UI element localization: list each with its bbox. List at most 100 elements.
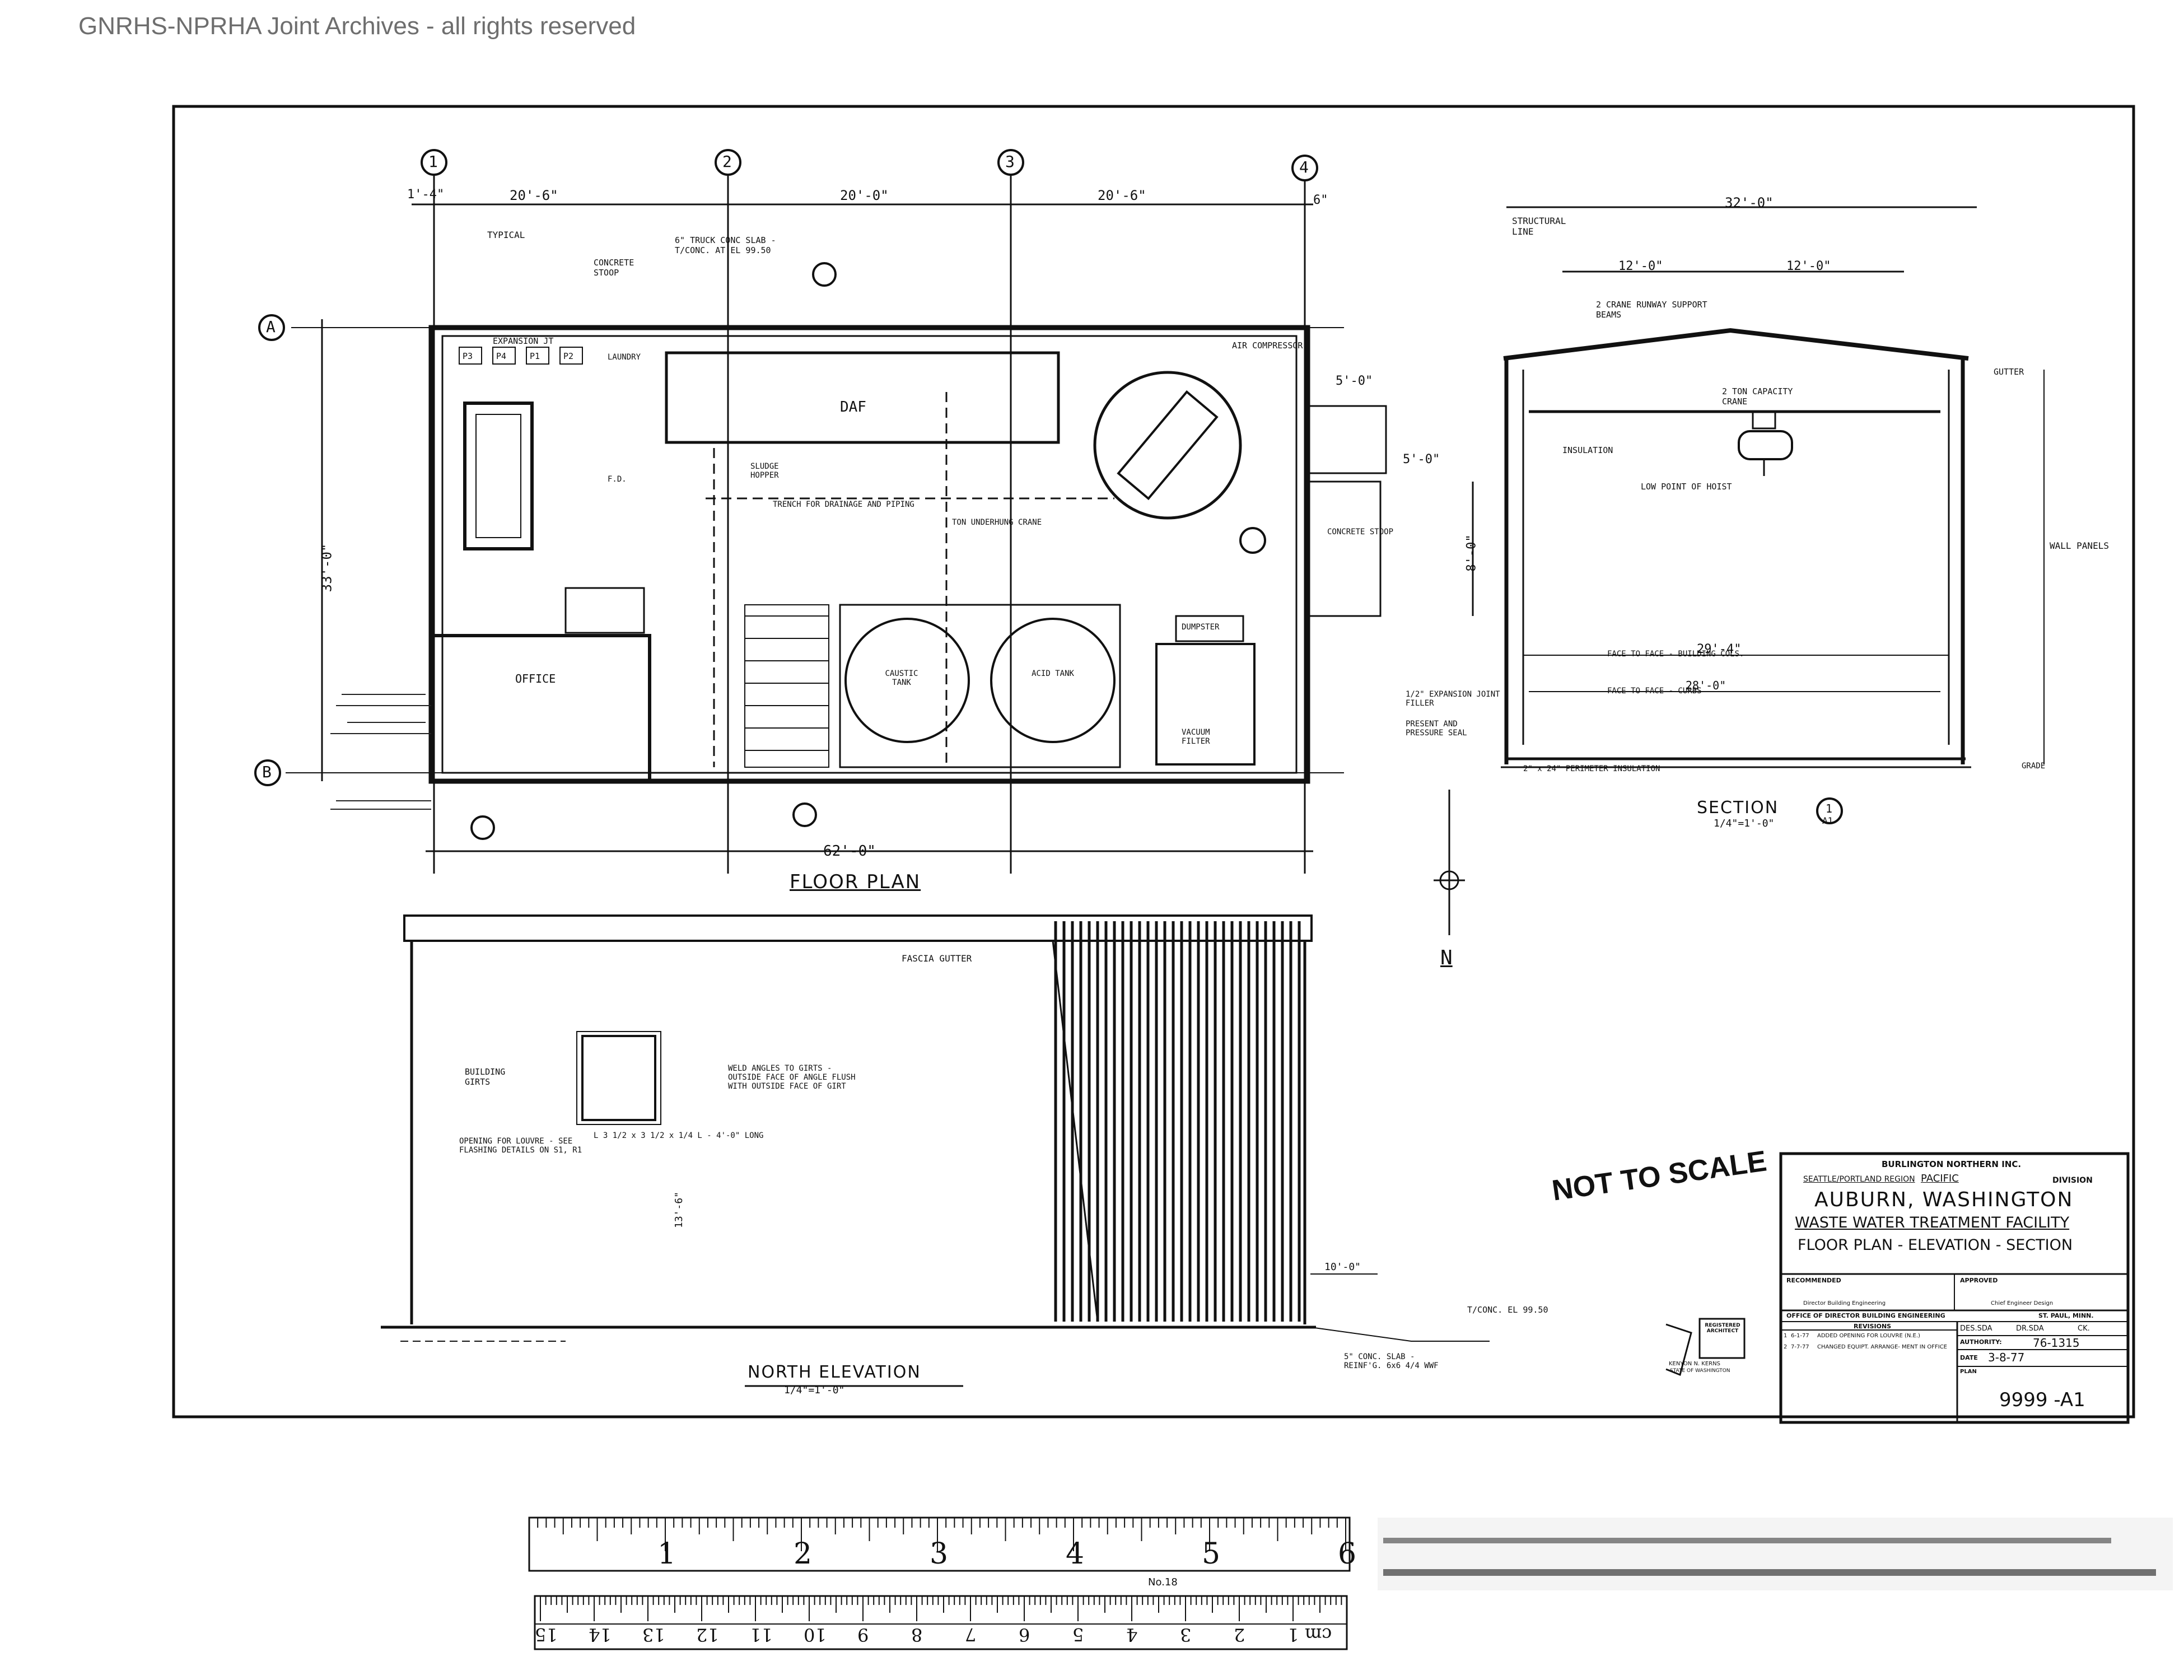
- elev-angle-note: L 3 1/2 x 3 1/2 x 1/4 L - 4'-0" LONG: [594, 1131, 764, 1140]
- label-sludge-hopper: SLUDGE HOPPER: [750, 462, 779, 480]
- tb-drawn-by: DES.SDA: [1960, 1324, 1992, 1333]
- tb-sheet-title: FLOOR PLAN - ELEVATION - SECTION: [1798, 1236, 2073, 1254]
- section-perimeter: 2" x 24" PERIMETER INSULATION: [1523, 764, 1660, 773]
- section-face-curbs: FACE TO FACE - CURBS: [1607, 687, 1702, 696]
- section-title: SECTION: [1697, 798, 1779, 818]
- dim-6in: 6": [1313, 193, 1328, 207]
- dim-overall: 62'-0": [823, 843, 876, 860]
- label-panel-p1: P1: [530, 351, 540, 361]
- tb-division-word: DIVISION: [2052, 1176, 2093, 1185]
- section-insulation: INSULATION: [1562, 445, 1613, 455]
- elev-dim-10-0: 10'-0": [1324, 1261, 1361, 1273]
- elevation-title: NORTH ELEVATION: [748, 1362, 921, 1382]
- label-air-compressor: AIR COMPRESSOR: [1232, 340, 1303, 351]
- elev-tconc: T/CONC. EL 99.50: [1467, 1305, 1548, 1315]
- tb-region: SEATTLE/PORTLAND REGION: [1803, 1175, 1915, 1184]
- tb-approved-sub: Chief Engineer Design: [1991, 1300, 2054, 1306]
- north-arrow-label: N: [1440, 946, 1453, 969]
- ruler-cm-label: 13: [642, 1624, 665, 1645]
- tb-rev1-mark: 1: [1784, 1333, 1788, 1339]
- label-vacuum-filter: VACUUM FILTER: [1182, 728, 1210, 746]
- section-crane-runway: 2 CRANE RUNWAY SUPPORT BEAMS: [1596, 300, 1707, 320]
- ruler-cm-label: 7: [965, 1624, 977, 1645]
- label-panel-p3: P3: [463, 351, 473, 361]
- stamp-architect-name: KENYON N. KERNS: [1669, 1361, 1720, 1367]
- dim-8-0: 8'-0": [1464, 534, 1479, 572]
- section-dim-12a: 12'-0": [1618, 259, 1663, 273]
- label-pressure-seal: PRESENT AND PRESSURE SEAL: [1406, 720, 1467, 738]
- label-panel-p4: P4: [496, 351, 507, 361]
- label-floor-drain: F.D.: [608, 475, 627, 484]
- elev-height: 13'-6": [673, 1191, 685, 1229]
- floor-plan-title: FLOOR PLAN: [790, 871, 921, 893]
- tb-plan-number: 9999 -A1: [1999, 1389, 2085, 1411]
- grid-label-a: A: [266, 318, 276, 336]
- tb-division: PACIFIC: [1921, 1173, 1959, 1184]
- ruler-cm-label: 3: [1180, 1624, 1192, 1645]
- tb-city: ST. PAUL, MINN.: [2038, 1312, 2094, 1319]
- section-drawing: [1501, 206, 2045, 824]
- title-block-frame: [1665, 1152, 2130, 1424]
- tb-rev2-date: 7-7-77: [1791, 1344, 1809, 1350]
- elev-slab-note: 5" CONC. SLAB - REINF'G. 6x6 4/4 WWF: [1344, 1352, 1439, 1370]
- grid-label-3: 3: [1005, 152, 1015, 171]
- label-panel-p2: P2: [563, 351, 574, 361]
- floor-plan: [286, 168, 1474, 874]
- tb-plan-label: PLAN: [1960, 1369, 1977, 1375]
- scan-notice-band: [1383, 1522, 2167, 1576]
- tb-checked: CK.: [2078, 1324, 2090, 1333]
- label-acid-tank: ACID TANK: [1032, 669, 1074, 678]
- tb-rev1-text: ADDED OPENING FOR LOUVRE (N.E.): [1817, 1333, 1920, 1339]
- elev-fascia-gutter: FASCIA GUTTER: [902, 953, 972, 964]
- elevation-scale: 1/4"=1'-0": [784, 1384, 845, 1396]
- label-laundry: LAUNDRY: [608, 353, 641, 362]
- grid-label-4: 4: [1299, 158, 1309, 176]
- dim-20-6-a: 20'-6": [510, 188, 558, 203]
- section-gutter: GUTTER: [1994, 367, 2024, 377]
- dim-5-0-b: 5'-0": [1403, 452, 1440, 466]
- elev-weld-note: WELD ANGLES TO GIRTS - OUTSIDE FACE OF A…: [728, 1064, 856, 1091]
- section-low-point: LOW POINT OF HOIST: [1641, 482, 1732, 492]
- elev-louvre-note: OPENING FOR LOUVRE - SEE FLASHING DETAIL…: [459, 1137, 582, 1155]
- sheet-border: [172, 105, 2135, 1418]
- ruler-inch-label: 5: [1202, 1537, 1221, 1571]
- tb-company: BURLINGTON NORTHERN INC.: [1882, 1159, 2022, 1169]
- grid-label-1: 1: [428, 152, 438, 171]
- notice-smudge: [1378, 1518, 2173, 1590]
- dim-height: 33'-0": [319, 543, 335, 592]
- label-office: OFFICE: [515, 672, 556, 685]
- tb-rev2-text: CHANGED EQUIPT. ARRANGE- MENT IN OFFICE: [1817, 1344, 1947, 1350]
- label-dumpster: DUMPSTER: [1182, 623, 1220, 632]
- section-scale: 1/4"=1'-0": [1714, 818, 1775, 829]
- grid-label-2: 2: [722, 152, 732, 171]
- tb-date-label: DATE: [1960, 1354, 1978, 1361]
- label-ton-crane: TON UNDERHUNG CRANE: [952, 518, 1042, 527]
- elev-building-girts: BUILDING GIRTS: [465, 1067, 506, 1087]
- tb-location: AUBURN, WASHINGTON: [1814, 1188, 2074, 1211]
- label-concrete-stoop: CONCRETE STOOP: [594, 258, 634, 278]
- ruler-inch-label: 2: [794, 1537, 813, 1571]
- section-structural-line: STRUCTURAL LINE: [1512, 216, 1566, 237]
- north-arrow: [1434, 790, 1465, 935]
- ruler-ticks: [529, 1518, 1347, 1621]
- label-typical: TYPICAL: [487, 230, 525, 240]
- north-elevation: [381, 914, 1490, 1387]
- ruler-cm-label: 11: [750, 1624, 773, 1645]
- section-dim-29-4: 29'-4": [1697, 642, 1742, 656]
- section-wall-panels: WALL PANELS: [2050, 540, 2109, 551]
- tb-date: 3-8-77: [1988, 1351, 2025, 1364]
- ruler-brand: No.18: [1148, 1576, 1178, 1588]
- wall-panel-hatching: [1054, 921, 1301, 1322]
- label-trench: TRENCH FOR DRAINAGE AND PIPING: [773, 500, 914, 509]
- ruler-cm-unit: cm: [1305, 1624, 1332, 1645]
- ruler-inch-label: 6: [1338, 1537, 1357, 1571]
- section-dim-overall: 32'-0": [1725, 195, 1774, 211]
- section-capacity-crane: 2 TON CAPACITY CRANE: [1722, 386, 1793, 407]
- tb-facility: WASTE WATER TREATMENT FACILITY: [1795, 1214, 2070, 1231]
- ruler-cm-label: 5: [1072, 1624, 1084, 1645]
- ruler-cm-label: 4: [1126, 1624, 1138, 1645]
- archive-watermark: GNRHS-NPRHA Joint Archives - all rights …: [78, 12, 636, 40]
- label-truck-slab: 6" TRUCK CONC SLAB - T/CONC. AT EL 99.50: [675, 235, 776, 255]
- ruler-inch-label: 3: [930, 1537, 949, 1571]
